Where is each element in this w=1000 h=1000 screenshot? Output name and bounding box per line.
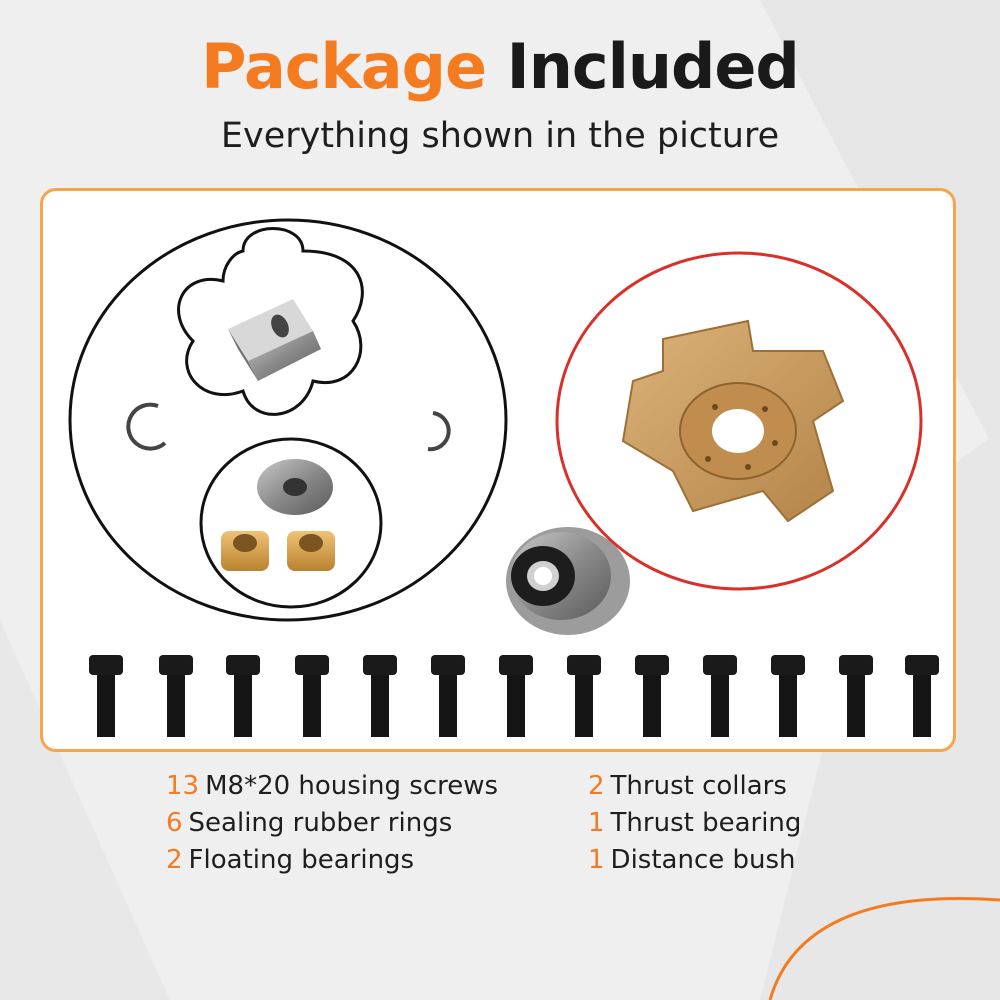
screw-icon bbox=[431, 655, 465, 737]
screw-icon bbox=[363, 655, 397, 737]
clover-gasket-icon bbox=[177, 227, 364, 416]
red-o-ring-icon bbox=[555, 251, 923, 591]
title-rest: Included bbox=[506, 30, 800, 103]
thrust-collar-small-icon bbox=[257, 459, 333, 515]
thrust-collar-large-icon bbox=[506, 527, 630, 635]
floating-bearing-right-icon bbox=[287, 531, 335, 571]
item-count: 13 bbox=[166, 771, 200, 801]
item-label: Thrust bearing bbox=[610, 808, 802, 838]
small-o-ring-icon bbox=[199, 437, 383, 609]
screw-icon bbox=[226, 655, 260, 737]
title-accent: Package bbox=[201, 30, 487, 103]
screw-icon bbox=[635, 655, 669, 737]
item-label: Distance bush bbox=[610, 845, 796, 875]
item-label: M8*20 housing screws bbox=[205, 771, 499, 801]
item-count: 1 bbox=[588, 808, 605, 838]
item-label: Sealing rubber rings bbox=[188, 808, 453, 838]
large-o-ring-icon bbox=[68, 218, 508, 622]
item-label: Thrust collars bbox=[610, 771, 787, 801]
item-label: Floating bearings bbox=[188, 845, 415, 875]
item-count: 1 bbox=[588, 845, 605, 875]
item-count: 6 bbox=[166, 808, 183, 838]
screw-icon bbox=[839, 655, 873, 737]
floating-bearing-left-icon bbox=[221, 531, 269, 571]
page-title: Package Included bbox=[0, 30, 1000, 103]
item-count: 2 bbox=[166, 845, 183, 875]
page-subtitle: Everything shown in the picture bbox=[220, 116, 780, 156]
screw-icon bbox=[295, 655, 329, 737]
screw-icon bbox=[905, 655, 939, 737]
item-count: 2 bbox=[588, 771, 605, 801]
distance-bush-icon bbox=[228, 299, 321, 381]
product-image-panel bbox=[40, 188, 956, 752]
kit-illustration bbox=[68, 218, 939, 737]
screw-icon bbox=[159, 655, 193, 737]
snap-ring-left-icon bbox=[126, 402, 167, 451]
screw-icon bbox=[771, 655, 805, 737]
screw-row bbox=[89, 655, 939, 737]
screw-icon bbox=[567, 655, 601, 737]
screw-icon bbox=[89, 655, 123, 737]
thrust-bearing-icon bbox=[621, 319, 845, 523]
screw-icon bbox=[703, 655, 737, 737]
snap-ring-right-icon bbox=[427, 411, 451, 452]
screw-icon bbox=[499, 655, 533, 737]
